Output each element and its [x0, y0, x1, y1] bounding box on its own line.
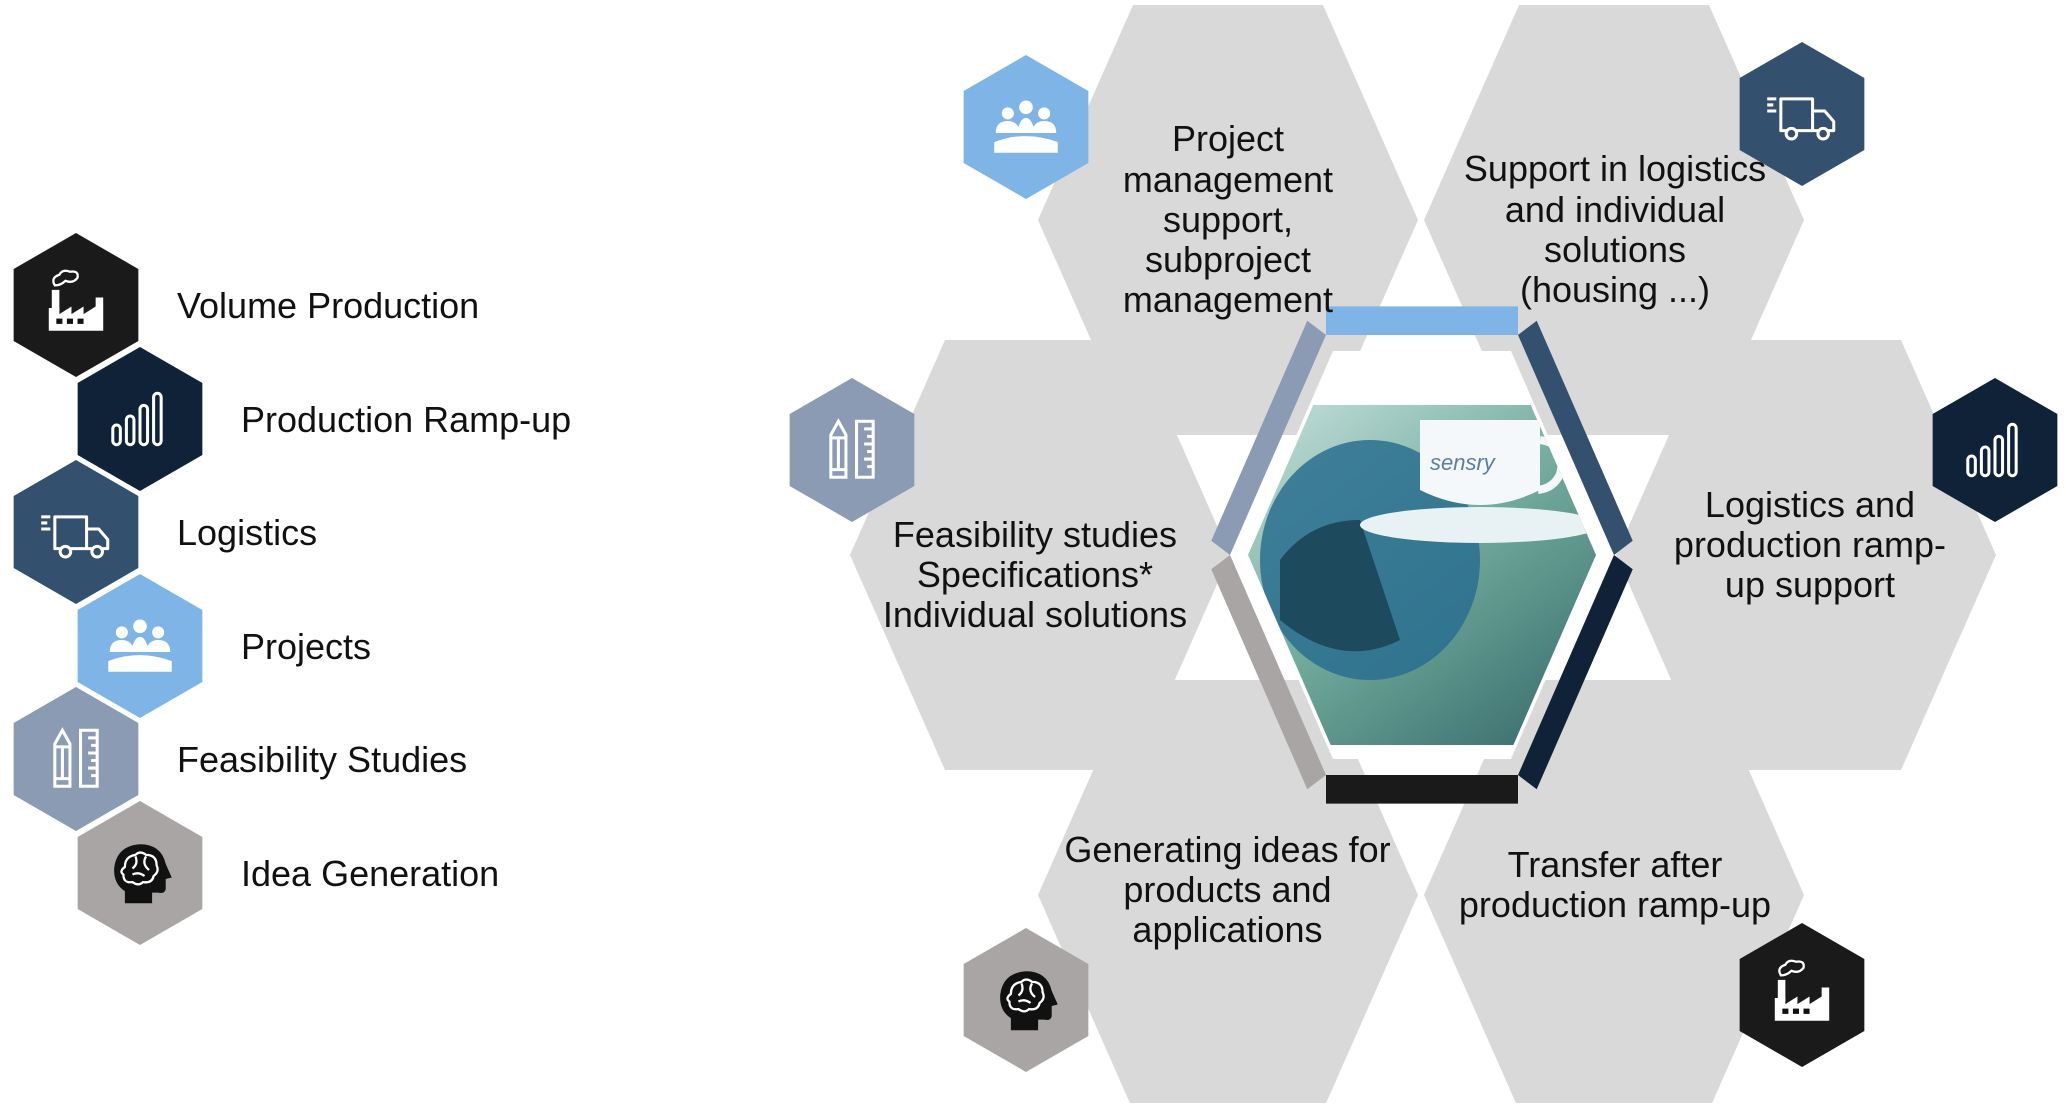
- hexagon-projects: [1038, 5, 1418, 435]
- cell-text-logistics: Support in logistics and individual solu…: [1440, 130, 1790, 330]
- cell-text-idea: Generating ideas for products and applic…: [1050, 815, 1405, 965]
- cell-text-content: Project management support, subproject m…: [1122, 118, 1334, 321]
- cup: [1420, 420, 1540, 505]
- legend-label: Logistics: [177, 512, 318, 553]
- legend-label: Idea Generation: [241, 853, 500, 894]
- cell-icon-projects: [963, 55, 1089, 199]
- cell-icon-idea: [963, 928, 1089, 1072]
- edge-band-rampup: [1518, 555, 1633, 790]
- legend-label: Projects: [241, 626, 372, 667]
- legend-icon-hex-4: [13, 687, 139, 831]
- edge-band-feasibility: [1211, 320, 1326, 555]
- legend-icon-hex-0: [13, 233, 139, 377]
- legend-icon-hex-3: [77, 574, 203, 718]
- cell-text-content: Support in logistics and individual solu…: [1463, 148, 1767, 311]
- legend-label: Production Ramp-up: [241, 399, 572, 440]
- hexagon-logistics: [1424, 5, 1804, 435]
- legend-icon-hex-1: [77, 347, 203, 491]
- legend-icon-hex-2: [13, 460, 139, 604]
- legend-label: Volume Production: [177, 285, 480, 326]
- cell-text-volume: Transfer after production ramp-up: [1440, 825, 1790, 945]
- cup-logo-text: sensry: [1430, 450, 1497, 475]
- hexagon-feasibility: [850, 340, 1230, 770]
- legend-icon-hex-5: [77, 801, 203, 945]
- cell-icon-feasibility: [789, 378, 915, 522]
- hexagon-volume: [1424, 680, 1804, 1108]
- cell-icon-rampup: [1932, 378, 2058, 522]
- cell-text-feasibility: Feasibility studies Specifications* Indi…: [870, 500, 1200, 650]
- edge-band-idea: [1211, 555, 1326, 790]
- hexagon-rampup: [1616, 340, 1996, 770]
- cell-icon-volume: [1739, 923, 1865, 1067]
- cell-text-content: Transfer after production ramp-up: [1458, 843, 1772, 925]
- center-image: sensry: [1248, 405, 1596, 745]
- cell-text-projects: Project management support, subproject m…: [1070, 100, 1386, 340]
- edge-band-logistics: [1518, 320, 1633, 555]
- edge-band-volume: [1326, 775, 1518, 804]
- cell-icon-logistics: [1739, 42, 1865, 186]
- cell-text-content: Feasibility studies Specifications* Indi…: [882, 513, 1188, 636]
- legend-label: Feasibility Studies: [177, 739, 468, 780]
- saucer: [1360, 507, 1596, 543]
- edge-band-projects: [1326, 306, 1518, 335]
- cell-text-content: Generating ideas for products and applic…: [1064, 828, 1391, 951]
- robot-fingers: [1280, 520, 1400, 652]
- cell-text-rampup: Logistics and production ramp- up suppor…: [1660, 460, 1960, 630]
- hexagon-idea: [1038, 680, 1418, 1108]
- cell-text-content: Logistics and production ramp- up suppor…: [1673, 483, 1947, 606]
